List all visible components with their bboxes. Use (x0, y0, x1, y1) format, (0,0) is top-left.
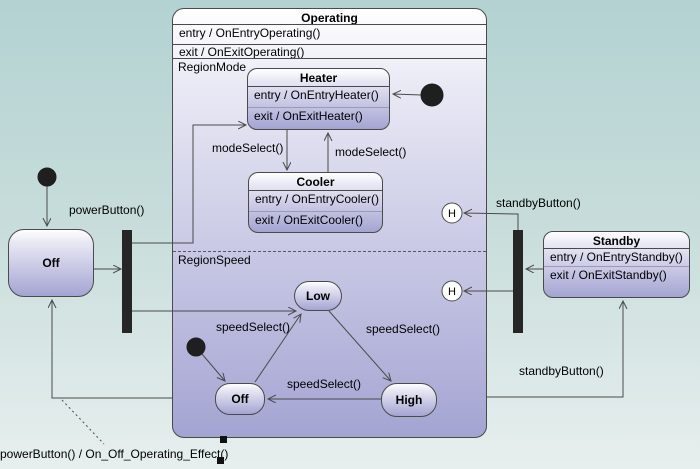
mode-select-up-label[interactable]: modeSelect() (335, 145, 407, 159)
operating-exit-divider (173, 58, 486, 59)
standby-title-divider (544, 248, 689, 249)
heater-state[interactable]: Heater entry / OnEntryHeater() exit / On… (247, 68, 390, 130)
cooler-exit-action: exit / OnExitCooler() (255, 213, 364, 227)
standby-entry-divider (544, 266, 689, 267)
heater-state-title: Heater (299, 71, 338, 85)
standby-state[interactable]: Standby entry / OnEntryStandby() exit / … (543, 231, 690, 298)
operating-title-divider (173, 24, 486, 25)
operating-state-title: Operating (301, 11, 358, 25)
standby-entry-action: entry / OnEntryStandby() (550, 250, 683, 264)
transition-initial-to-heater[interactable] (393, 94, 422, 95)
cooler-state-title: Cooler (296, 175, 335, 189)
heater-entry-action: entry / OnEntryHeater() (254, 88, 379, 102)
heater-title-divider (248, 86, 389, 87)
initial-state-dot-main[interactable] (37, 167, 57, 187)
speed-select-off-low-label[interactable]: speedSelect() (216, 320, 291, 334)
speed-select-low-high-label[interactable]: speedSelect() (366, 322, 441, 336)
heater-entry-divider (248, 107, 389, 108)
low-state[interactable]: Low (294, 281, 342, 311)
selection-handle-bottom[interactable] (217, 457, 224, 464)
off-state[interactable]: Off (8, 229, 94, 297)
high-state-title: High (395, 393, 423, 407)
shallow-history-mode-label: H (448, 208, 456, 220)
standby-button-top-label[interactable]: standbyButton() (496, 196, 581, 210)
shallow-history-speed[interactable]: H (441, 280, 463, 302)
cooler-title-divider (249, 190, 382, 191)
low-state-title: Low (306, 289, 330, 303)
shallow-history-speed-label: H (448, 286, 456, 298)
off-state-title: Off (42, 256, 60, 270)
heater-exit-action: exit / OnExitHeater() (254, 109, 363, 123)
standby-state-title: Standby (592, 234, 641, 248)
cooler-entry-action: entry / OnEntryCooler() (255, 192, 380, 206)
transition-off-to-low[interactable] (254, 314, 301, 383)
selection-handle-top[interactable] (220, 436, 227, 443)
transition-low-to-high[interactable] (328, 310, 391, 381)
operating-entry-action: entry / OnEntryOperating() (179, 26, 321, 40)
operating-exit-action: exit / OnExitOperating() (179, 45, 305, 59)
operating-entry-divider (173, 44, 486, 45)
region-mode-label: RegionMode (178, 60, 247, 74)
off-speed-state-title: Off (231, 392, 249, 406)
standby-exit-action: exit / OnExitStandby() (550, 268, 667, 282)
transition-fork-to-history-mode[interactable] (464, 213, 519, 230)
fork-bar-left[interactable] (122, 230, 132, 333)
power-button-label[interactable]: powerButton() (69, 203, 145, 217)
shallow-history-mode[interactable]: H (441, 202, 463, 224)
standby-button-bottom-label[interactable]: standbyButton() (519, 364, 604, 378)
region-speed-label: RegionSpeed (178, 253, 251, 267)
initial-state-dot-mode[interactable] (420, 83, 444, 107)
transition-fork-to-heater[interactable] (132, 125, 246, 244)
transition-operating-to-standby[interactable] (487, 301, 623, 398)
power-off-effect-label[interactable]: powerButton() / On_Off_Operating_Effect(… (0, 447, 229, 461)
mode-select-down-label[interactable]: modeSelect() (212, 141, 284, 155)
initial-state-dot-speed[interactable] (186, 337, 206, 357)
cooler-state[interactable]: Cooler entry / OnEntryCooler() exit / On… (248, 172, 383, 233)
speed-select-high-off-label[interactable]: speedSelect() (287, 377, 362, 391)
fork-bar-right[interactable] (513, 230, 523, 333)
label-attachment-line (61, 399, 105, 445)
transition-initial-to-off-speed[interactable] (201, 353, 225, 381)
high-state[interactable]: High (381, 383, 437, 417)
cooler-entry-divider (249, 211, 382, 212)
off-speed-state[interactable]: Off (215, 383, 265, 415)
transition-operating-to-off[interactable] (52, 300, 172, 399)
region-divider (173, 251, 486, 252)
